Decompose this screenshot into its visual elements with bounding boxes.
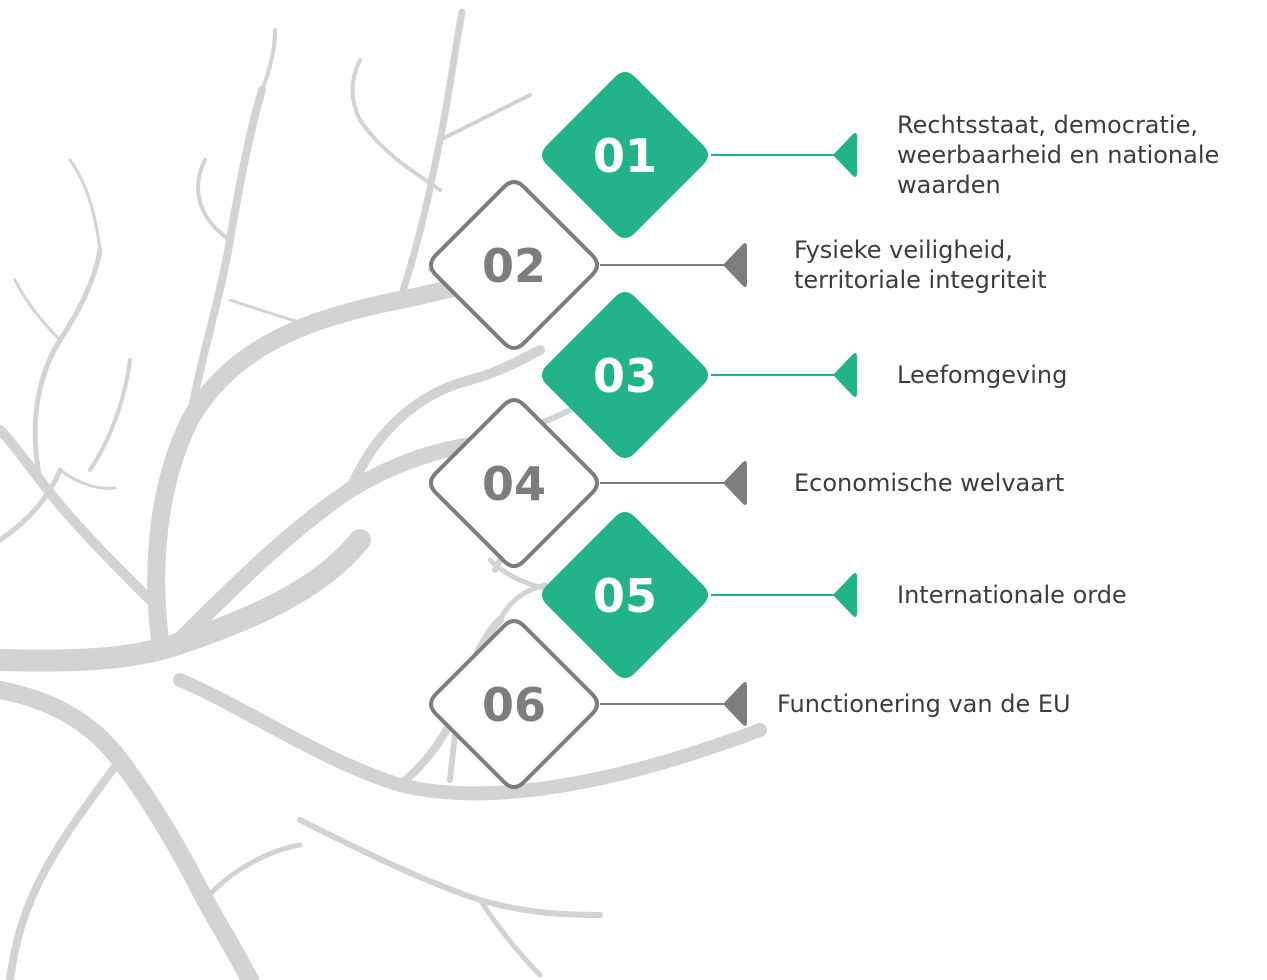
item-number: 03 [593, 349, 657, 403]
item-label-line: territoriale integriteit [794, 266, 1047, 294]
pointer-arrow-icon [723, 682, 747, 726]
item-label: Economische welvaart [794, 469, 1064, 497]
item-number: 06 [482, 678, 546, 732]
list-item-03: 03 Leefomgeving [541, 291, 1067, 459]
item-number: 02 [482, 239, 546, 293]
item-label: Rechtsstaat, democratie,weerbaarheid en … [897, 111, 1219, 199]
diamond-outline [428, 179, 600, 351]
item-label-line: Internationale orde [897, 581, 1127, 609]
item-number: 01 [593, 129, 657, 183]
list-item-04: 04 Economische welvaart [428, 397, 1064, 569]
pointer-arrow-icon [833, 573, 857, 617]
diamond-outline [428, 397, 600, 569]
pointer-arrow-icon [723, 243, 747, 287]
item-label: Leefomgeving [897, 361, 1067, 389]
tree-left-branch [0, 425, 155, 605]
item-number: 05 [593, 569, 657, 623]
list-item-01: 01 Rechtsstaat, democratie,weerbaarheid e… [541, 71, 1219, 239]
item-label-line: Leefomgeving [897, 361, 1067, 389]
item-label-line: Rechtsstaat, democratie, [897, 111, 1198, 139]
item-label-line: waarden [897, 171, 1001, 199]
item-label: Fysieke veiligheid,territoriale integrit… [794, 236, 1047, 294]
item-label-line: Economische welvaart [794, 469, 1064, 497]
pointer-arrow-icon [833, 353, 857, 397]
item-label-line: weerbaarheid en nationale [897, 141, 1219, 169]
item-number: 04 [482, 457, 546, 511]
tree-lower-trunk [0, 681, 259, 980]
tree-upper-branch [147, 276, 479, 649]
diamond-filled [541, 291, 709, 459]
tree-mid-branch [167, 437, 478, 653]
item-label-line: Fysieke veiligheid, [794, 236, 1013, 264]
pointer-arrow-icon [723, 461, 747, 505]
list-item-02: 02 Fysieke veiligheid,territoriale integr… [428, 179, 1047, 351]
pointer-arrow-icon [833, 133, 857, 177]
item-label-line: Functionering van de EU [777, 690, 1071, 718]
diamond-filled [541, 71, 709, 239]
tree-low-branch [173, 673, 767, 801]
item-label: Functionering van de EU [777, 690, 1071, 718]
diamond-outline [428, 618, 600, 790]
list-item-06: 06 Functionering van de EU [428, 618, 1071, 790]
list-item-05: 05 Internationale orde [541, 511, 1127, 679]
item-label: Internationale orde [897, 581, 1127, 609]
diamond-filled [541, 511, 709, 679]
